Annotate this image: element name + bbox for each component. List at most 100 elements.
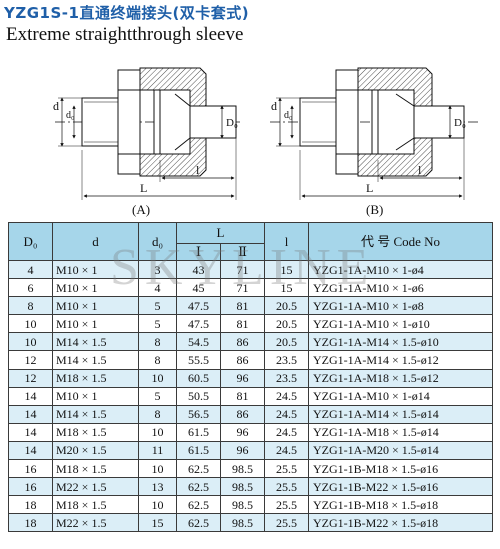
col-header-code: 代 号 Code No — [308, 222, 493, 261]
cell-d: M10 × 1 — [52, 259, 139, 280]
cell-code: YZG1-1A-M10 × 1-ø6 — [308, 278, 493, 298]
cell-l: 25.5 — [264, 513, 309, 533]
cell-d0: 10 — [138, 422, 177, 442]
cell-L2: 86 — [220, 332, 265, 352]
dim-b-d0: d₀ — [284, 110, 293, 121]
cell-code: YZG1-1A-M20 × 1.5-ø14 — [308, 440, 493, 461]
cell-L2: 96 — [220, 422, 265, 442]
cell-l: 24.5 — [264, 404, 309, 424]
dim-a-d0: d₀ — [66, 110, 75, 121]
dim-b-D0: D₀ — [454, 117, 466, 129]
cell-L2: 98.5 — [220, 459, 265, 479]
cell-l: 24.5 — [264, 440, 309, 461]
cell-D0: 10 — [8, 314, 53, 334]
cell-d: M10 × 1 — [52, 386, 139, 406]
cell-L2: 71 — [220, 259, 265, 280]
cell-L2: 98.5 — [220, 495, 265, 515]
cell-l: 20.5 — [264, 332, 309, 352]
cell-l: 23.5 — [264, 350, 309, 370]
cell-D0: 12 — [8, 350, 53, 370]
dim-b-d: d — [271, 99, 277, 113]
technical-drawings: d d₀ D₀ l L (A) d d₀ D₀ l — [53, 67, 478, 217]
cell-d0: 15 — [138, 513, 177, 533]
cell-code: YZG1-1A-M10 × 1-ø4 — [308, 259, 493, 280]
cell-l: 24.5 — [264, 422, 309, 442]
cell-code: YZG1-1A-M14 × 1.5-ø12 — [308, 350, 493, 370]
cell-d: M10 × 1 — [52, 278, 139, 298]
cell-D0: 14 — [8, 386, 53, 406]
cell-d0: 10 — [138, 459, 177, 479]
cell-L1: 47.5 — [176, 314, 221, 334]
cell-l: 20.5 — [264, 296, 309, 316]
cell-L1: 62.5 — [176, 513, 221, 533]
cell-L1: 61.5 — [176, 440, 221, 461]
cell-d0: 8 — [138, 350, 177, 370]
cell-D0: 4 — [8, 259, 53, 280]
cell-d: M18 × 1.5 — [52, 422, 139, 442]
cell-code: YZG1-1A-M10 × 1-ø10 — [308, 314, 493, 334]
col-header-d: d — [52, 222, 139, 261]
cell-d: M10 × 1 — [52, 314, 139, 334]
page-title-cn: YZG1S-1直通终端接头(双卡套式) — [4, 4, 250, 22]
cell-l: 25.5 — [264, 495, 309, 515]
cell-d0: 10 — [138, 368, 177, 388]
cell-l: 24.5 — [264, 386, 309, 406]
cell-D0: 14 — [8, 440, 53, 461]
cell-l: 23.5 — [264, 368, 309, 388]
cell-d: M14 × 1.5 — [52, 332, 139, 352]
cell-D0: 14 — [8, 404, 53, 424]
cell-L1: 61.5 — [176, 422, 221, 442]
cell-d0: 5 — [138, 296, 177, 316]
cell-L1: 62.5 — [176, 495, 221, 515]
cell-D0: 8 — [8, 296, 53, 316]
cell-L2: 86 — [220, 404, 265, 424]
cell-D0: 12 — [8, 368, 53, 388]
drawing-b — [270, 67, 478, 200]
cell-D0: 16 — [8, 477, 53, 497]
cell-d0: 4 — [138, 278, 177, 298]
cell-L2: 81 — [220, 314, 265, 334]
cell-d0: 10 — [138, 495, 177, 515]
cell-code: YZG1-1B-M18 × 1.5-ø16 — [308, 459, 493, 479]
cell-l: 15 — [264, 278, 309, 298]
col-header-D0: D₀ — [8, 222, 53, 261]
cell-d0: 3 — [138, 259, 177, 280]
cell-d0: 8 — [138, 404, 177, 424]
cell-L2: 96 — [220, 440, 265, 461]
cell-d0: 5 — [138, 386, 177, 406]
cell-L1: 62.5 — [176, 477, 221, 497]
cell-d0: 5 — [138, 314, 177, 334]
cell-L1: 50.5 — [176, 386, 221, 406]
cell-L2: 81 — [220, 386, 265, 406]
drawing-a — [55, 67, 240, 200]
col-header-L: L — [176, 222, 265, 244]
cell-code: YZG1-1A-M10 × 1-ø8 — [308, 296, 493, 316]
cell-L1: 54.5 — [176, 332, 221, 352]
cell-D0: 14 — [8, 422, 53, 442]
cell-d: M22 × 1.5 — [52, 477, 139, 497]
cell-d: M18 × 1.5 — [52, 368, 139, 388]
drawing-b-label: (B) — [366, 202, 383, 217]
cell-D0: 6 — [8, 278, 53, 298]
dim-a-d: d — [53, 99, 59, 113]
cell-l: 20.5 — [264, 314, 309, 334]
cell-d: M22 × 1.5 — [52, 513, 139, 533]
cell-L2: 86 — [220, 350, 265, 370]
drawing-a-label: (A) — [132, 202, 150, 217]
cell-code: YZG1-1A-M14 × 1.5-ø14 — [308, 404, 493, 424]
cell-d: M14 × 1.5 — [52, 350, 139, 370]
cell-L1: 43 — [176, 259, 221, 280]
dim-a-D0: D₀ — [226, 117, 238, 129]
